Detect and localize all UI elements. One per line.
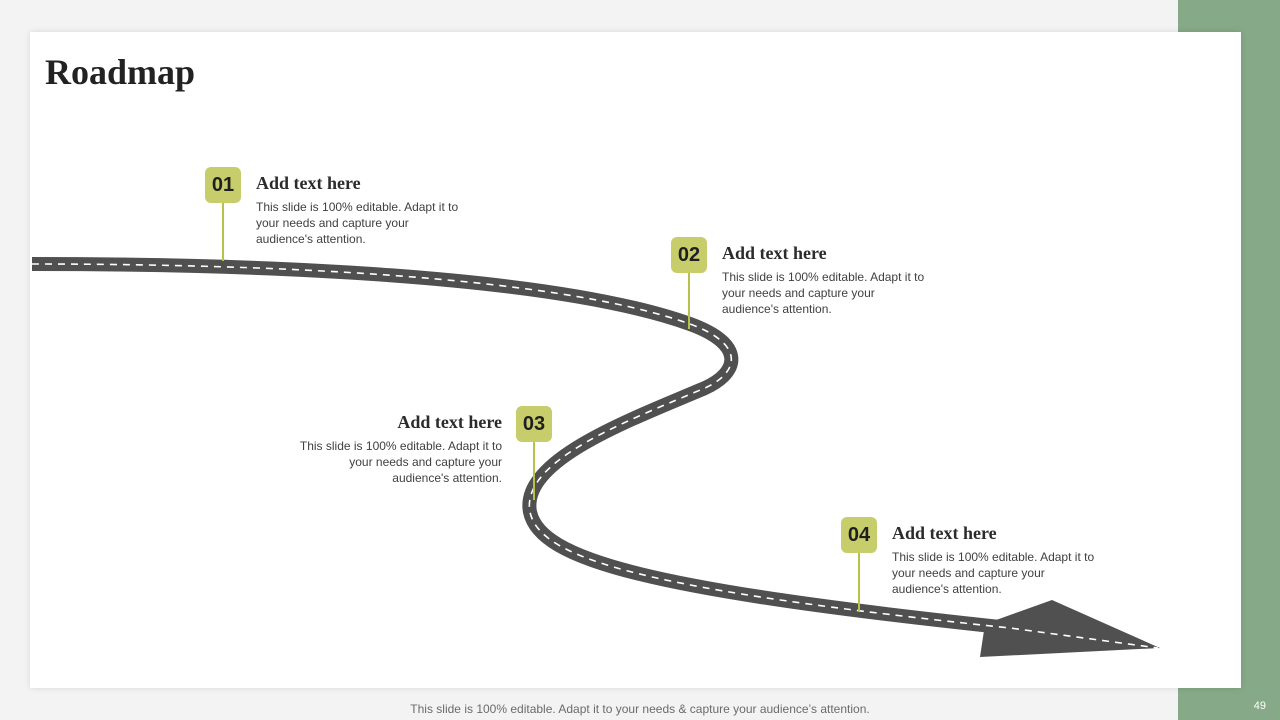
milestone-1-heading: Add text here <box>256 173 361 193</box>
milestone-1-stem <box>222 203 224 261</box>
milestone-3-badge: 03 <box>516 406 552 442</box>
slide-title: Roadmap <box>45 52 196 92</box>
milestone-2-badge: 02 <box>671 237 707 273</box>
milestone-4-text: This slide is 100% editable. Adapt it to… <box>892 550 1095 596</box>
milestone-2-heading: Add text here <box>722 243 827 263</box>
milestone-4-stem <box>858 553 860 611</box>
milestone-4-heading: Add text here <box>892 523 997 543</box>
milestone-1-text: This slide is 100% editable. Adapt it to… <box>256 200 459 246</box>
milestone-2-text: This slide is 100% editable. Adapt it to… <box>722 270 925 316</box>
milestone-1-badge: 01 <box>205 167 241 203</box>
road-arrowhead <box>980 600 1160 657</box>
milestone-3-heading: Add text here <box>397 412 502 432</box>
page-number: 49 <box>1253 700 1266 712</box>
road-body <box>31 257 1011 635</box>
slide-footer-note: This slide is 100% editable. Adapt it to… <box>410 702 870 716</box>
milestone-3-text: This slide is 100% editable. Adapt it to… <box>299 439 502 485</box>
road-center-dashes <box>31 263 1159 649</box>
milestone-3-stem <box>533 442 535 500</box>
milestone-4-badge: 04 <box>841 517 877 553</box>
milestone-2-stem <box>688 273 690 329</box>
